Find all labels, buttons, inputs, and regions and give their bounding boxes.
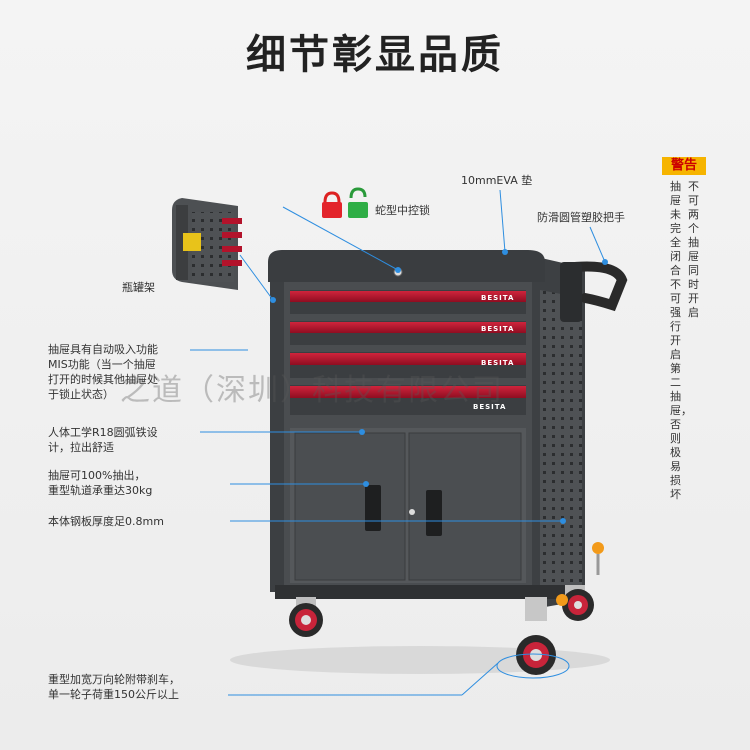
cabinet-base [275, 585, 565, 599]
brand-label-drawer-2: BESITA [481, 325, 515, 333]
brand-label-drawer-1: BESITA [481, 294, 515, 302]
floor-shadow [230, 646, 610, 674]
page-title: 细节彰显品质 [246, 32, 504, 78]
wheel-rear-right [562, 585, 594, 621]
ergonomic-callout: 人体工学R18圆弧铁设 计，拉出舒适 [48, 426, 158, 454]
door-handle-left [365, 485, 381, 531]
company-watermark: 之道（深圳）科技有限公司 [120, 373, 504, 408]
drawer-pull-callout: 抽屉可100%抽出， 重型轨道承重达30kg [48, 469, 153, 497]
handle-bracket [560, 262, 582, 322]
warning-text-column-2: 抽屉未完全闭合不可强行开启第二抽屉，否则极易损坏 [670, 180, 692, 501]
locked-padlock-icon [322, 191, 342, 218]
brand-label-drawer-3: BESITA [481, 359, 515, 367]
wheel-front-right [516, 597, 556, 675]
wheel-callout: 重型加宽万向轮附带刹车， 单一轮子荷重150公斤以上 [48, 673, 180, 701]
bottle-rack-callout: 瓶罐架 [122, 281, 155, 294]
door-lock [409, 509, 415, 515]
drawer-auto-callout: 抽屉具有自动吸入功能 MIS功能（当一个抽屉 打开的时候其他抽屉处 于锁止状态） [48, 343, 158, 401]
lock-callout: 蛇型中控锁 [375, 204, 430, 217]
bottle-rack-inset [172, 198, 242, 290]
handle-bar [560, 261, 628, 312]
cabinet-top [268, 250, 545, 282]
steel-thickness-callout: 本体钢板厚度足0.8mm [48, 515, 164, 528]
wheel-highlight-ring [496, 653, 570, 679]
brand-label-drawer-4: BESITA [473, 403, 507, 411]
brake-pedal-top [592, 542, 604, 554]
eva-pad-callout: 10mmEVA 垫 [461, 174, 533, 187]
warning-text-column-1: 不可两个抽屉同时开启 [688, 180, 699, 319]
side-pegboard [540, 290, 582, 592]
door-handle-right [426, 490, 442, 536]
brake-pedal-bottom [556, 594, 568, 606]
unlocked-padlock-icon [348, 187, 368, 218]
leader-lines [190, 189, 606, 696]
handle-callout: 防滑圆管塑胶把手 [537, 211, 625, 224]
warning-badge: 警告 [662, 157, 706, 175]
wheel-front-left [289, 597, 323, 637]
